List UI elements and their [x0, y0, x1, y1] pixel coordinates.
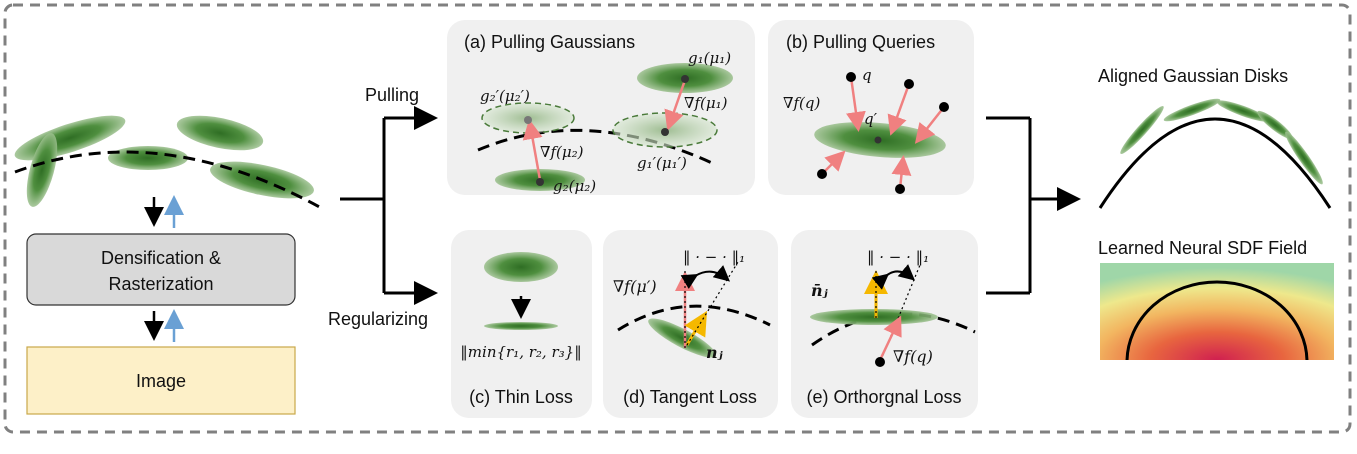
- densification-box: [26, 233, 296, 306]
- aligned-disks: Aligned Gaussian Disks: [1098, 66, 1332, 209]
- panel-d-n: nⱼ: [706, 343, 724, 362]
- q-label: q: [862, 66, 872, 84]
- scene-gaussians: [14, 115, 326, 212]
- image-label: Image: [136, 371, 186, 391]
- image-box: [26, 346, 296, 415]
- panel-e-norm: ‖ · − · ‖₁: [867, 248, 929, 266]
- panel-e-n: n̄ⱼ: [811, 281, 829, 300]
- panel-c: ‖min{r₁, r₂, r₃}‖ (c) Thin Loss: [451, 230, 592, 418]
- panel-d-title: (d) Tangent Loss: [623, 387, 757, 407]
- grad2-label: ∇f(μ₂): [540, 143, 584, 161]
- merge-connector: [986, 116, 1081, 295]
- g1-label: g₁(μ₁): [688, 49, 731, 67]
- g1p-label: g₁′(μ₁′): [637, 154, 687, 172]
- thin-formula: ‖min{r₁, r₂, r₃}‖: [460, 343, 581, 361]
- g2-label: g₂(μ₂): [553, 177, 596, 195]
- sdf-field-title: Learned Neural SDF Field: [1098, 238, 1307, 258]
- qp-label: q′: [864, 110, 878, 128]
- grad1-label: ∇f(μ₁): [684, 94, 728, 112]
- aligned-disks-title: Aligned Gaussian Disks: [1098, 66, 1288, 86]
- panel-d-grad: ∇f(μ′): [613, 277, 657, 296]
- densification-line2: Rasterization: [108, 274, 213, 294]
- grad-q-label: ∇f(q): [783, 94, 820, 112]
- branch-connector: [340, 106, 438, 305]
- panel-e-grad: ∇f(q): [893, 347, 933, 366]
- panel-d: ‖ · − · ‖₁ ∇f(μ′) nⱼ (d) Tangent Loss: [603, 230, 778, 418]
- pulling-label: Pulling: [365, 85, 419, 105]
- panel-a-title: (a) Pulling Gaussians: [464, 32, 635, 52]
- regularizing-label: Regularizing: [328, 309, 428, 329]
- outer-frame: [3, 3, 1352, 434]
- densification-line1: Densification &: [101, 248, 221, 268]
- sdf-field: Learned Neural SDF Field: [1098, 238, 1334, 360]
- surface-curve: [14, 150, 326, 212]
- panel-a: (a) Pulling Gaussians g₁(μ₁) ∇f(μ₁) g₁′(…: [447, 20, 755, 195]
- panel-e: ‖ · − · ‖₁ n̄ⱼ ∇f(q) (e) Orthorgnal Loss: [791, 230, 978, 418]
- panel-e-title: (e) Orthorgnal Loss: [806, 387, 961, 407]
- panel-b-title: (b) Pulling Queries: [786, 32, 935, 52]
- panel-d-norm: ‖ · − · ‖₁: [683, 248, 745, 266]
- panel-c-title: (c) Thin Loss: [469, 387, 573, 407]
- panel-b: (b) Pulling Queries q q′ ∇f(q): [768, 20, 974, 195]
- g2p-label: g₂′(μ₂′): [480, 87, 530, 105]
